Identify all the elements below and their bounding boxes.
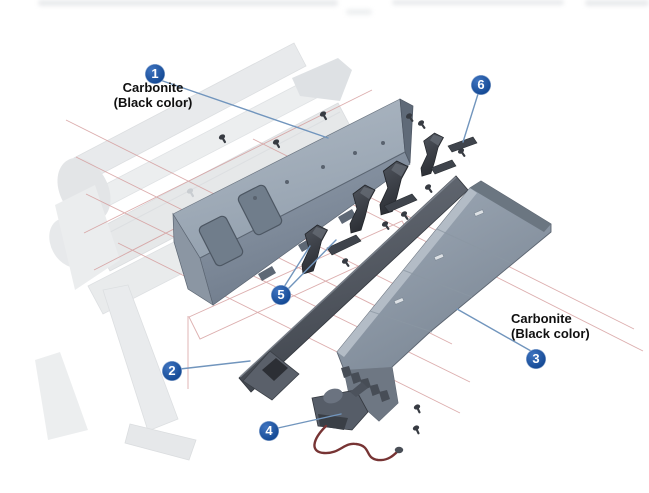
sensor-cable-wire [313,424,400,462]
label-line: Carbonite [511,311,572,326]
label-line: Carbonite [122,80,184,95]
panel-teeth [341,366,390,402]
part-4-sensor-cable [311,382,404,462]
part-2-rail [238,175,469,401]
callout-4: 4 [259,421,279,441]
carbonite-label-right: Carbonite (Black color) [511,311,590,341]
label-line: (Black color) [511,326,590,341]
callout-1: 1 [145,64,165,84]
callout-6: 6 [471,75,491,95]
top-edge-artifact [585,0,649,6]
label-line: (Black color) [113,95,193,110]
cover-cutout [198,215,244,267]
cable-connector [394,446,404,454]
top-edge-artifact [346,9,372,15]
part-3-rear-panel [336,180,552,422]
cover-cutout [237,184,283,236]
callout-2: 2 [162,361,182,381]
cover-screw-holes [253,141,385,200]
top-edge-artifact [392,0,564,5]
panel-slots [393,209,485,305]
lever-arms [326,136,478,256]
carbonite-label-top: Carbonite (Black color) [93,80,213,110]
callout-3: 3 [526,349,546,369]
part-6-bracket-arm [447,136,478,153]
callout-5: 5 [271,285,291,305]
leader-lines [159,79,532,429]
top-edge-artifact [38,0,338,6]
